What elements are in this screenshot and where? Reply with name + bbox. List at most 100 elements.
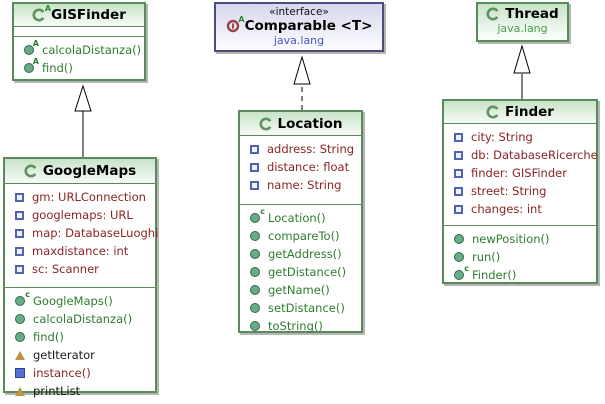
member-label: address: String [267,142,355,156]
class-box-googlemaps[interactable]: GoogleMaps gm: URLConnection googlemaps: … [3,157,159,398]
class-header: Location [240,112,361,136]
fields-compartment [14,27,144,37]
member-label: compareTo() [268,229,340,243]
field-row[interactable]: googlemaps: URL [5,206,155,224]
member-label: db: DatabaseRicerche [471,148,598,162]
member-label: newPosition() [472,232,550,246]
member-label: maxdistance: int [32,244,129,258]
field-icon [454,186,463,196]
field-row[interactable]: gm: URLConnection [5,188,155,206]
method-row[interactable]: getAddress() [240,245,361,263]
method-row[interactable]: toString() [240,317,361,335]
method-row[interactable]: find() [14,57,144,77]
member-label: gm: URLConnection [32,190,146,204]
member-label: map: DatabaseLuoghi [32,226,159,240]
field-row[interactable]: name: String [240,176,361,194]
abstract-method-icon [24,39,39,55]
class-title: Thread [505,6,559,22]
method-icon [250,231,260,241]
field-row[interactable]: finder: GISFinder [444,164,596,182]
field-icon [454,132,463,142]
field-row[interactable]: sc: Scanner [5,260,155,278]
member-label: getIterator [33,348,95,362]
member-label: calcolaDistanza() [42,43,142,57]
class-title: Location [277,115,343,132]
field-row[interactable]: city: String [444,128,596,146]
member-label: street: String [471,184,547,198]
member-label: getDistance() [268,265,347,279]
method-row[interactable]: printList [5,382,155,400]
field-row[interactable]: db: DatabaseRicerche [444,146,598,164]
class-box-finder[interactable]: Finder city: String db: DatabaseRicerche f… [442,99,598,284]
constructor-icon [454,264,469,280]
fields-compartment: gm: URLConnection googlemaps: URL map: Dat… [5,184,159,288]
class-box-location[interactable]: Location address: String distance: float n… [238,110,363,333]
member-label: run() [472,250,501,264]
field-icon [454,150,463,160]
inherited-member-icon [15,386,25,396]
class-header: Finder [444,101,596,124]
field-row[interactable]: street: String [444,182,596,200]
method-row[interactable]: instance() [5,364,155,382]
inheritance-arrow-finder-thread[interactable] [513,44,531,99]
method-icon [15,314,25,324]
method-row[interactable]: GoogleMaps() [5,290,155,310]
member-label: changes: int [471,202,542,216]
methods-compartment: calcolaDistanza() find() [14,37,144,79]
inherited-member-icon [15,350,25,360]
method-row[interactable]: find() [5,328,155,346]
method-row[interactable]: calcolaDistanza() [5,310,155,328]
interface-icon: A [226,15,245,33]
field-icon [250,180,259,190]
inheritance-arrow-googlemaps-gisfinder[interactable] [74,84,92,157]
member-label: GoogleMaps() [33,294,113,308]
abstract-method-icon [24,57,39,73]
stereotype-label: «interface» [269,6,329,18]
field-row[interactable]: address: String [240,140,361,158]
method-row[interactable]: getDistance() [240,263,361,281]
fields-compartment: city: String db: DatabaseRicerche finder: … [444,124,598,226]
method-icon [15,332,25,342]
fields-compartment: address: String distance: float name: Stri… [240,136,361,205]
field-icon [15,210,24,220]
method-row[interactable]: setDistance() [240,299,361,317]
methods-compartment: Location() compareTo() getAddress() getDist… [240,205,361,335]
methods-compartment: GoogleMaps() calcolaDistanza() find() getIt… [5,288,155,400]
class-header: GoogleMaps [5,159,155,184]
method-icon [250,267,260,277]
field-row[interactable]: distance: float [240,158,361,176]
member-label: printList [33,384,81,398]
method-icon [250,303,260,313]
field-icon [15,264,24,274]
class-icon [259,117,273,131]
method-row[interactable]: run() [444,248,596,266]
method-row[interactable]: Location() [240,207,361,227]
method-row[interactable]: calcolaDistanza() [14,39,144,59]
interface-header: A Comparable <T> [216,15,382,34]
field-row[interactable]: changes: int [444,200,596,218]
method-icon [454,234,464,244]
field-row[interactable]: maxdistance: int [5,242,155,260]
method-icon [250,321,260,331]
method-row[interactable]: newPosition() [444,230,596,248]
method-row[interactable]: getIterator [5,346,155,364]
realization-arrow-location-comparable[interactable] [293,55,311,110]
class-box-thread[interactable]: Thread java.lang [476,2,569,42]
method-icon [250,249,260,259]
member-label: calcolaDistanza() [33,312,133,326]
member-label: finder: GISFinder [471,166,567,180]
method-row[interactable]: Finder() [444,264,596,284]
member-label: getAddress() [268,247,342,261]
field-icon [454,204,463,214]
member-label: distance: float [267,160,350,174]
method-row[interactable]: compareTo() [240,227,361,245]
interface-box-comparable[interactable]: «interface» A Comparable <T> java.lang [214,2,384,52]
class-header: Thread [478,6,567,22]
field-row[interactable]: map: DatabaseLuoghi [5,224,159,242]
member-label: find() [42,61,73,75]
class-box-gisfinder[interactable]: A GISFinder calcolaDistanza()find() [12,2,146,81]
member-label: toString() [268,319,323,333]
field-icon [454,168,463,178]
package-label: java.lang [497,22,548,35]
method-row[interactable]: getName() [240,281,361,299]
